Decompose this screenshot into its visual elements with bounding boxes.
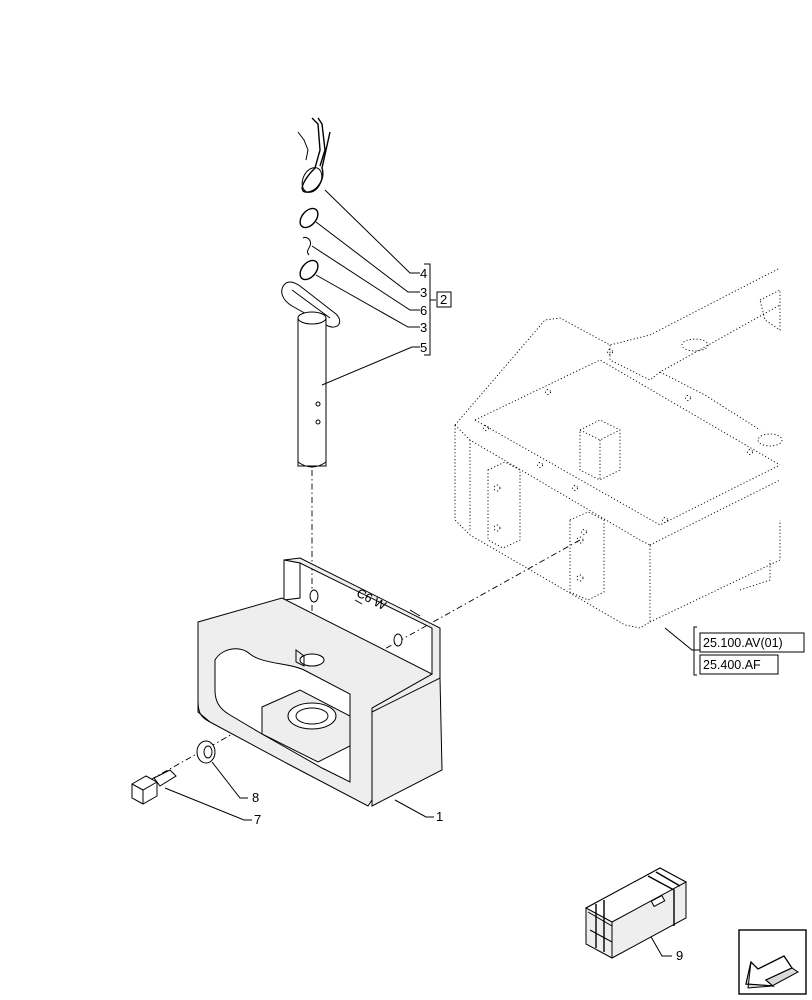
drawbar-bracket [197,557,443,807]
kit-crate-icon [584,867,688,959]
leader-lines [164,189,700,957]
next-page-arrow-icon[interactable] [738,929,807,995]
lock-chain [302,237,311,256]
bolt [131,769,177,805]
retaining-ring-lower [299,259,319,281]
hitch-pin [281,281,341,468]
callout-9: 9 [676,948,683,963]
callout-group-2: 2 [440,292,447,307]
group-box [436,291,452,308]
callout-3-lower: 3 [420,320,427,335]
reference-link-2[interactable]: 25.400.AF [703,658,761,672]
tractor-frame-outline [454,267,783,629]
callout-5: 5 [420,340,427,355]
retaining-ring-upper [299,207,319,229]
casting-stamp: C6 W [354,586,388,613]
callout-6: 6 [420,303,427,318]
callout-4: 4 [420,266,427,281]
washer [196,740,216,764]
reference-link-1[interactable]: 25.100.AV(01) [703,636,783,650]
clip-pin [297,117,331,193]
callout-1: 1 [436,809,443,824]
callout-8: 8 [252,790,259,805]
callout-7: 7 [254,812,261,827]
callout-3-upper: 3 [420,285,427,300]
reference-list [693,626,805,676]
